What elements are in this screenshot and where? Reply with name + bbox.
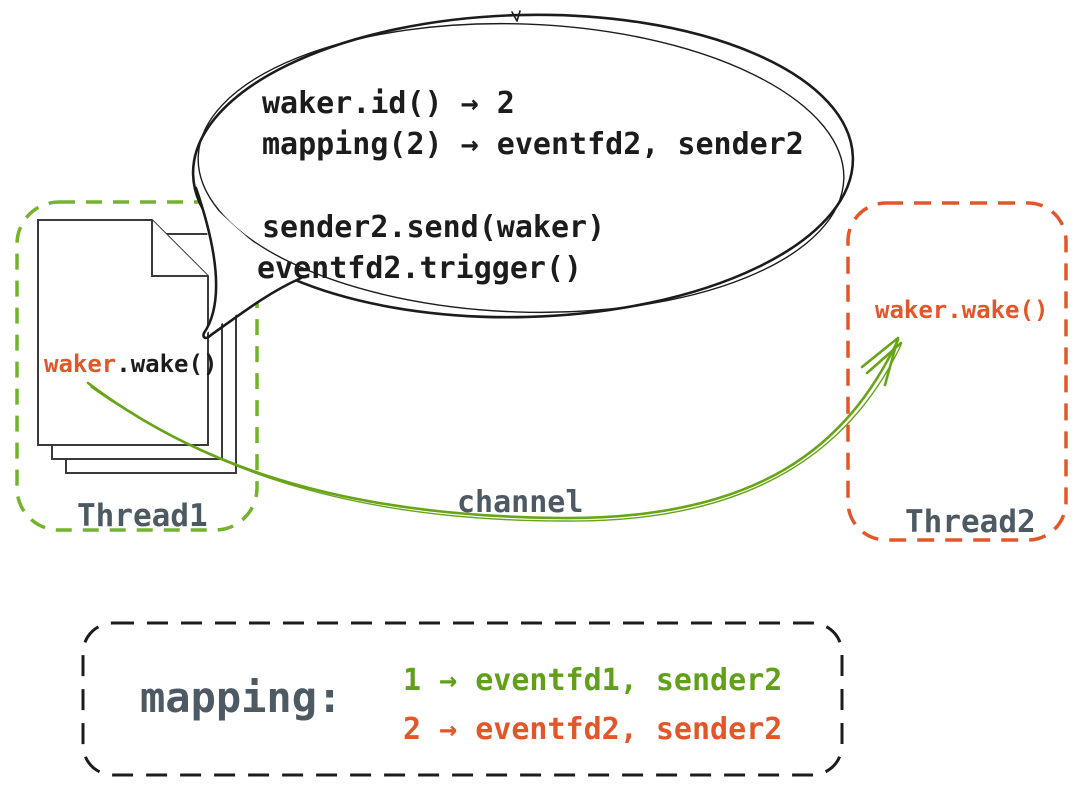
bubble-code-line: mapping(2) → eventfd2, sender2 xyxy=(262,127,804,162)
mapping-entry: 2 → eventfd2, sender2 xyxy=(403,712,782,747)
speech-bubble: waker.id() → 2 mapping(2) → eventfd2, se… xyxy=(191,10,855,340)
thread1-label: Thread1 xyxy=(77,498,208,534)
arrowhead-icon xyxy=(860,336,903,387)
speech-bubble-tail-left-edge xyxy=(194,186,218,340)
thread1-box xyxy=(15,200,259,532)
mapping-title: mapping: xyxy=(140,673,342,722)
thread2-group: waker.wake() Thread2 xyxy=(846,201,1068,542)
speech-bubble-notch xyxy=(511,10,521,22)
speech-bubble-code: waker.id() → 2 mapping(2) → eventfd2, se… xyxy=(257,86,804,286)
speech-bubble-tail-right-edge xyxy=(209,276,303,337)
thread1-waker-object: waker xyxy=(44,350,116,378)
thread2-label: Thread2 xyxy=(905,504,1036,540)
channel-curve-sketch-line xyxy=(90,344,902,522)
bubble-code-line: sender2.send(waker) xyxy=(262,210,605,245)
speech-bubble-tail-fill xyxy=(196,188,300,334)
document-stack-icon xyxy=(37,219,237,474)
channel-arrow: channel xyxy=(86,336,903,522)
thread1-group: waker.wake() Thread1 xyxy=(15,200,259,534)
bubble-code-line: eventfd2.trigger() xyxy=(257,251,582,286)
mapping-box xyxy=(81,621,844,777)
mapping-entry: 1 → eventfd1, sender2 xyxy=(403,663,782,698)
thread1-waker-call: waker.wake() xyxy=(44,350,217,378)
thread2-box xyxy=(846,201,1068,542)
speech-bubble-sketch-line xyxy=(197,22,845,314)
thread1-waker-method: .wake() xyxy=(116,350,217,378)
folded-corner-icon xyxy=(151,220,208,277)
channel-label: channel xyxy=(457,485,583,520)
thread2-waker-call: waker.wake() xyxy=(875,296,1048,324)
mapping-legend: mapping: 1 → eventfd1, sender2 2 → event… xyxy=(81,621,844,777)
bubble-code-line: waker.id() → 2 xyxy=(262,86,515,121)
